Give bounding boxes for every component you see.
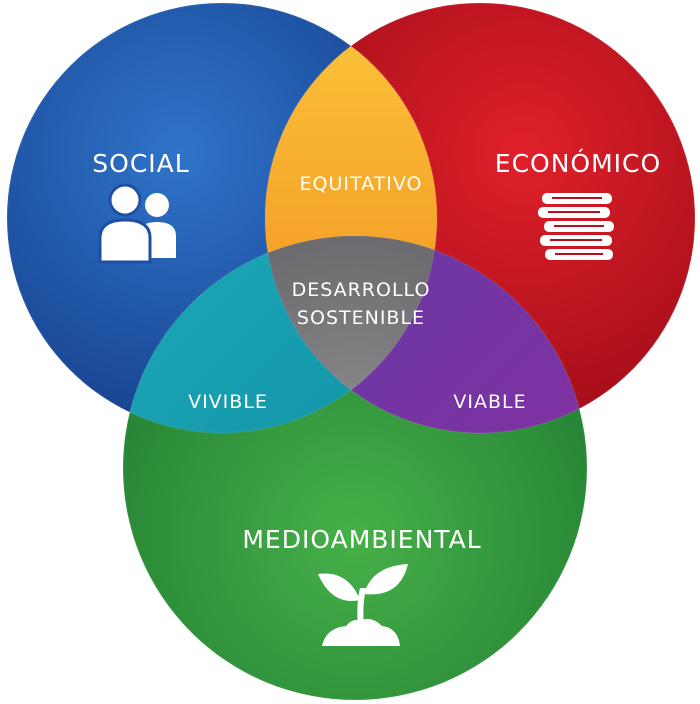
economic-label: ECONÓMICO [495,148,661,178]
sprout-icon [318,564,408,646]
vivible-label: VIVIBLE [188,391,268,413]
equitativo-label: EQUITATIVO [300,173,423,195]
viable-label: VIABLE [453,391,526,413]
social-label: SOCIAL [92,149,189,178]
coins-icon [538,193,614,260]
vivible-region [123,236,437,433]
people-icon [98,183,176,264]
center-label-line2: SOSTENIBLE [297,307,425,329]
center-label-line1: DESARROLLO [292,279,431,301]
viable-region [265,236,587,433]
environmental-label: MEDIOAMBIENTAL [242,525,481,554]
